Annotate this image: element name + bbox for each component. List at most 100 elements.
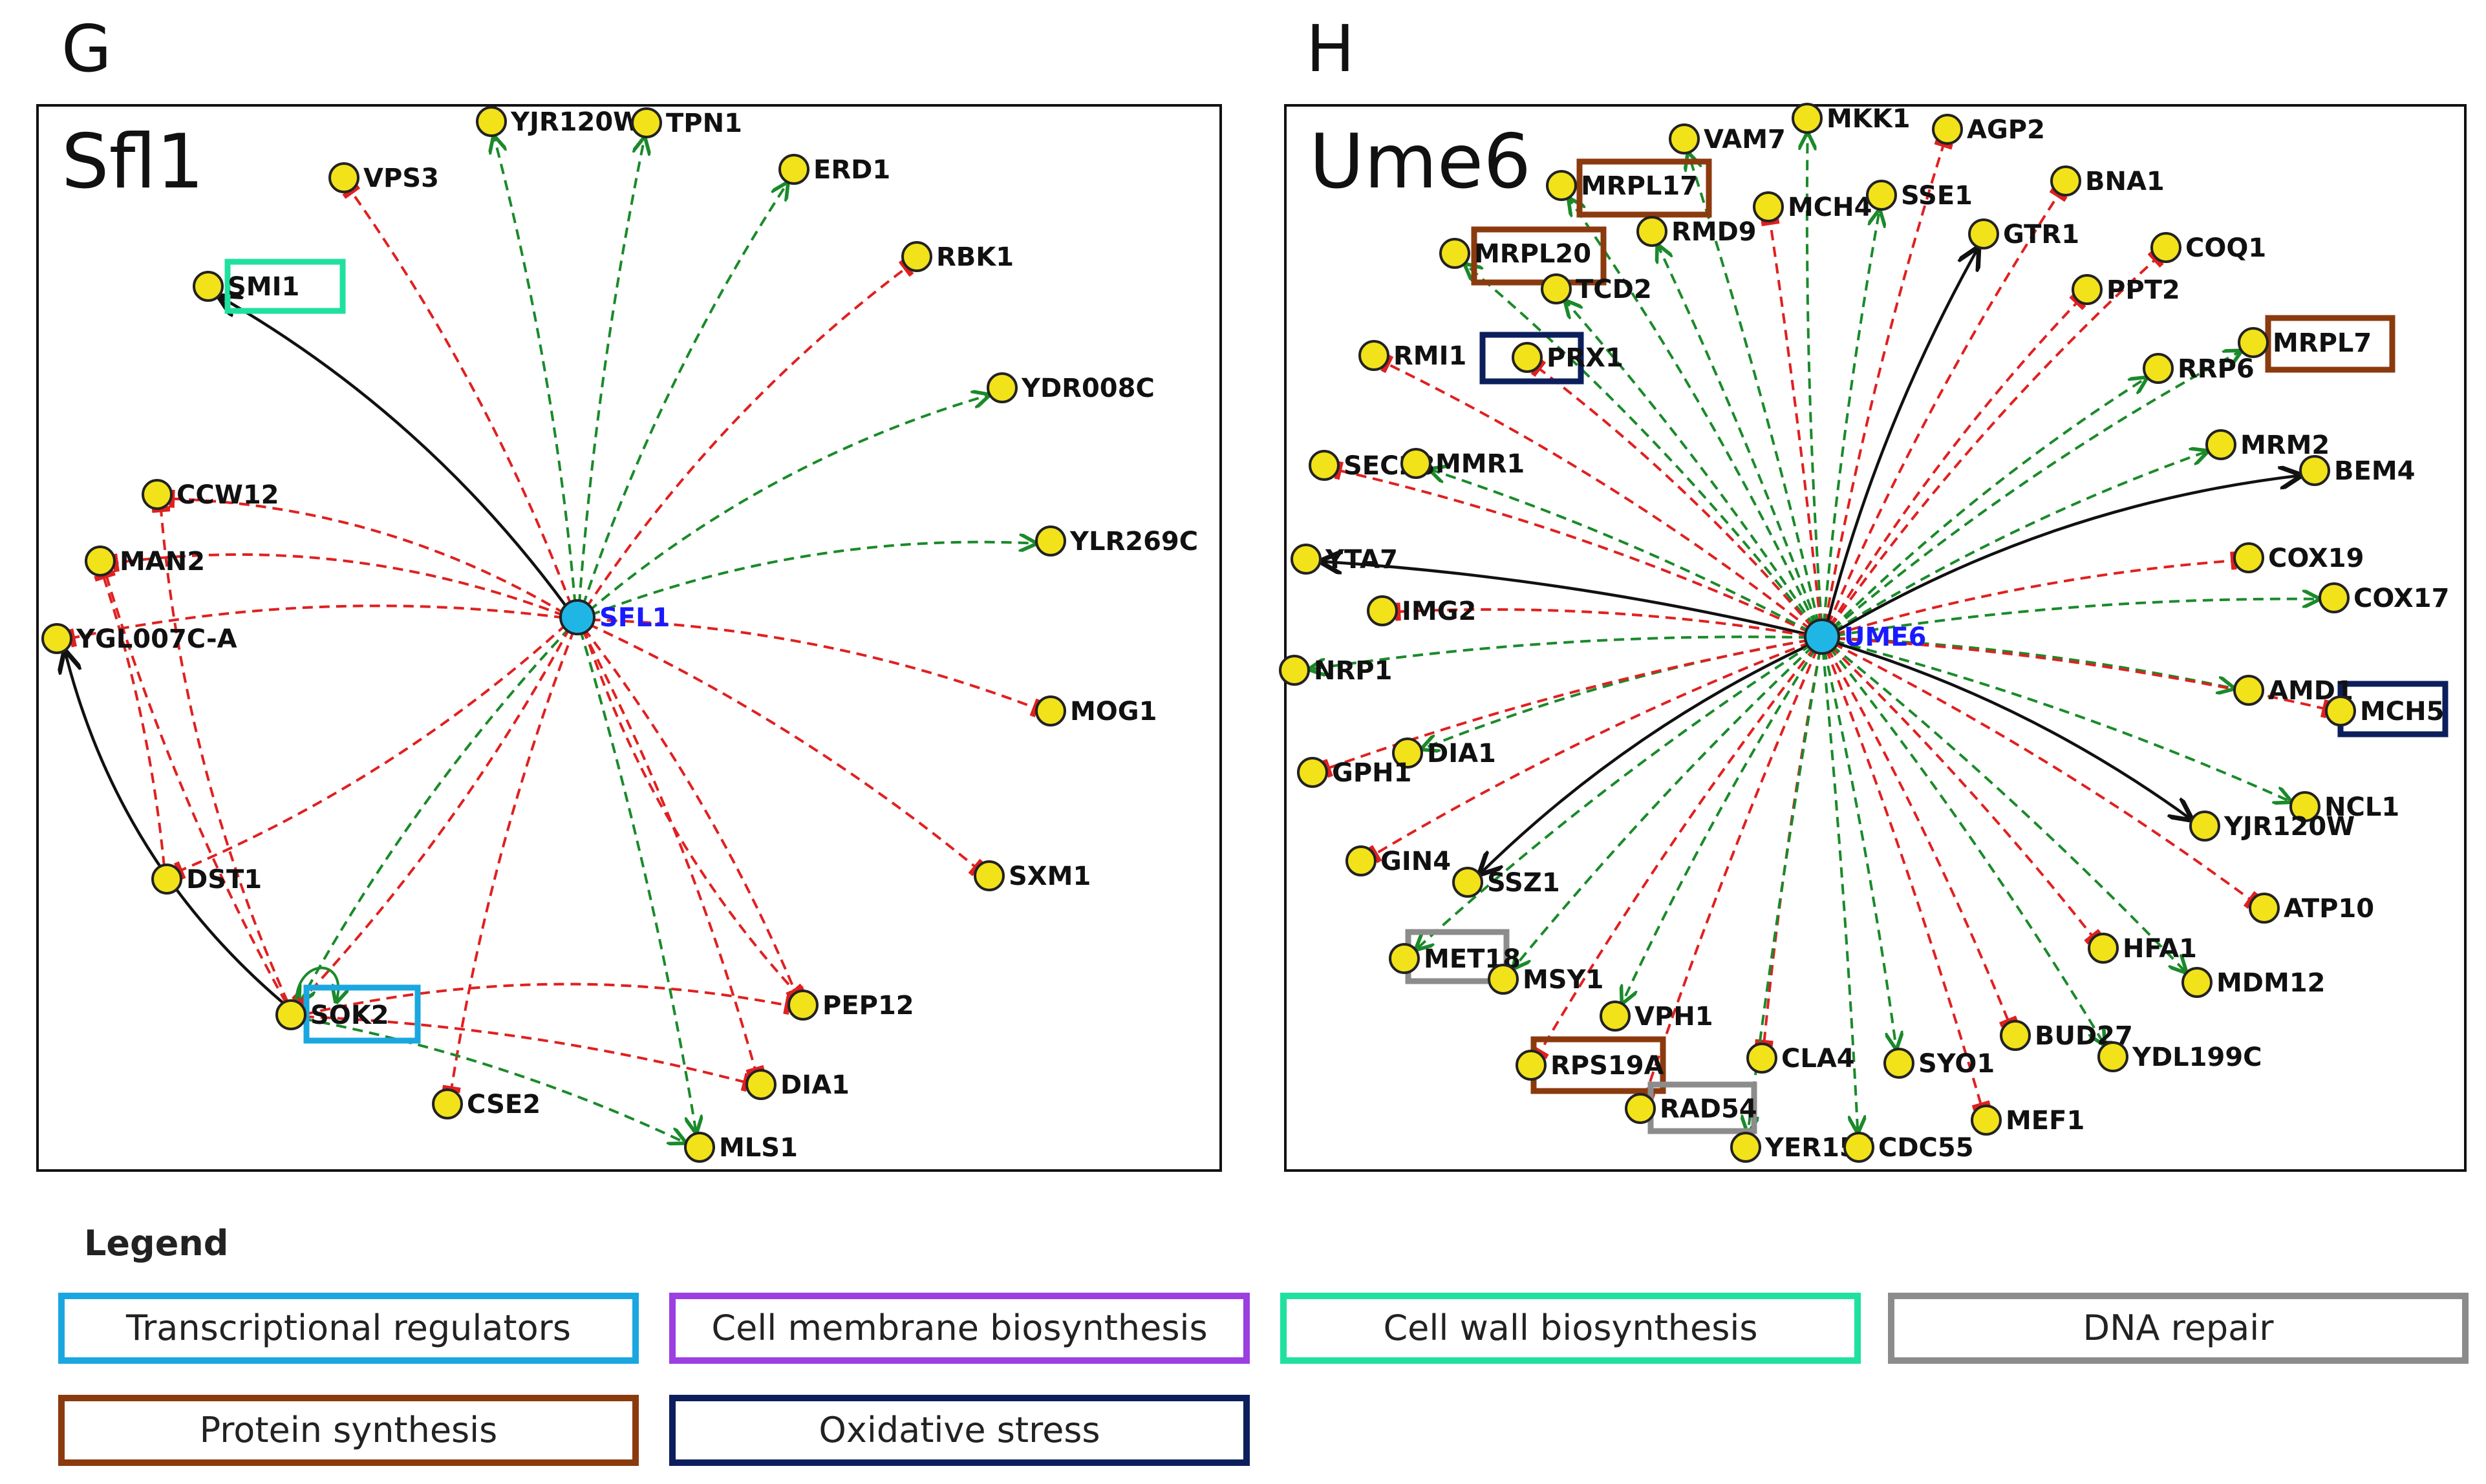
node-cdc55 [1843,1132,1874,1163]
node-ydl199c [2097,1041,2128,1072]
node-mmr1 [1400,448,1431,479]
node-label-sxm1: SXM1 [1009,862,1091,891]
node-label-gph1: GPH1 [1332,758,1411,788]
node-label-ydl199c: YDL199C [2132,1043,2262,1072]
node-label-coq1: COQ1 [2185,233,2266,263]
node-label-agp2: AGP2 [1967,115,2045,145]
node-label-cox17: COX17 [2353,584,2449,613]
edge-ume6-to-bud27-40 [1826,648,2019,1028]
highlight-box-prx1 [1479,332,1584,385]
node-label-rmd9: RMD9 [1671,217,1757,247]
edge-ume6-to-vam7-0 [1688,154,1820,625]
node-label-nrp1: NRP1 [1314,656,1392,686]
node-mog1 [1035,695,1066,726]
edge-ume6-to-mrpl20-7 [1466,264,1814,628]
node-ccw12 [142,479,173,510]
node-label-cla4: CLA4 [1781,1044,1855,1074]
edge-ume6-to-cox19-22 [1834,551,2237,636]
legend-label-oxidative-stress: Oxidative stress [819,1410,1100,1450]
node-yta7 [1291,544,1322,575]
edge-sfl1-to-vps3-0 [342,184,573,607]
node-label-yjr120w: YJR120W [2223,812,2355,842]
edge-sfl1-to-smi1-5 [220,297,569,610]
node-rmi1 [1358,340,1389,371]
edge-sfl1-to-pep12-14 [583,628,805,998]
panel-letter-h: H [1306,11,1355,87]
node-label-mmr1: MMR1 [1435,449,1525,479]
legend-label-cell-wall-biosynthesis: Cell wall biosynthesis [1383,1308,1757,1348]
edge-ume6-to-agp2-2 [1823,139,1953,624]
edge-sfl1-to-rbk1-4 [585,259,914,609]
edge-ume6-to-coq1-10 [1829,250,2164,628]
panel-g-frame [36,104,1222,1172]
panel-h-frame [1284,104,2467,1172]
node-label-tcd2: TCD2 [1576,275,1652,304]
node-label-mls1: MLS1 [719,1133,798,1163]
edge-ume6-to-cdc55-48 [1821,649,1858,1132]
node-label-yta7: YTA7 [1325,545,1398,575]
node-mrpl20 [1439,238,1470,269]
legend-box-protein-synthesis [58,1395,639,1466]
node-label-smi1: SMI1 [228,272,299,302]
edge-ume6-to-sec28-17 [1334,461,1810,634]
node-label-tpn1: TPN1 [666,109,742,138]
node-label-ncl1: NCL1 [2324,792,2399,822]
node-label-cdc55: CDC55 [1878,1133,1974,1163]
node-label-vph1: VPH1 [1634,1002,1713,1032]
node-ssz1 [1452,867,1483,898]
node-label-mrpl20: MRPL20 [1474,239,1591,269]
edge-sfl1-to-ydr008c-6 [588,395,989,613]
node-dia1 [1392,737,1423,768]
edge-ume6-to-bna1-6 [1827,187,2068,626]
node-rad54 [1625,1093,1656,1124]
node-label-dst1: DST1 [186,865,262,895]
edge-ume6-to-gtr1-9 [1825,248,1978,625]
node-cla4 [1746,1043,1777,1074]
edge-sok2-to-pep12-x4 [303,982,792,1016]
node-vph1 [1600,1001,1631,1032]
legend-title: Legend [84,1223,228,1264]
edge-sok2-to-mls1-x6 [303,1017,685,1142]
legend-box-oxidative-stress [669,1395,1250,1466]
node-ppt2 [2072,274,2103,305]
edge-sfl1-to-erd1-3 [581,184,788,606]
edge-ume6-to-ppt2-12 [1828,293,2086,628]
highlight-box-smi1 [224,259,346,314]
node-nrp1 [1279,655,1310,686]
node-label-vps3: VPS3 [363,164,439,193]
node-label-rps19a: RPS19A [1550,1051,1664,1081]
edge-ume6-to-bem4-20 [1833,476,2300,634]
node-mrpl7 [2238,327,2269,358]
node-bem4 [2299,455,2330,486]
edge-ume6-to-yer156-47 [1748,649,1821,1132]
node-label-ssz1: SSZ1 [1487,868,1560,898]
legend-label-dna-repair: DNA repair [2083,1308,2275,1348]
edge-sfl1-to-yjr120w-1 [494,137,577,605]
node-gph1 [1297,757,1328,788]
edge-sfl1-to-dia1-18 [581,628,765,1076]
edge-sok2-to-dia1-x5 [303,1015,751,1092]
node-syo1 [1883,1048,1914,1079]
edge-ume6-to-yta7-21 [1322,562,1810,637]
node-tcd2 [1541,273,1572,304]
node-label-mrpl7: MRPL7 [2273,328,2372,358]
edge-sfl1-to-tpn1-2 [577,138,645,605]
node-label-img2: IMG2 [1402,597,1476,626]
node-label-prx1: PRX1 [1547,343,1623,373]
edge-ume6-to-hfa1-37 [1830,645,2102,945]
node-label-sse1: SSE1 [1901,181,1973,211]
node-label-ppt2: PPT2 [2106,275,2180,305]
edge-ume6-to-msy1-36 [1514,645,1814,968]
node-rrp6 [2143,353,2174,384]
node-label-rmi1: RMI1 [1393,341,1466,371]
node-smi1 [193,271,224,302]
node-msy1 [1488,964,1519,995]
edge-ume6-to-sse1-5 [1822,211,1880,624]
node-cox17 [2319,582,2350,613]
edge-sfl1-to-sxm1-12 [588,622,984,876]
legend-box-cell-membrane-biosynthesis [669,1293,1250,1364]
node-amd1 [2233,675,2264,706]
node-label-mef1: MEF1 [2006,1106,2084,1136]
